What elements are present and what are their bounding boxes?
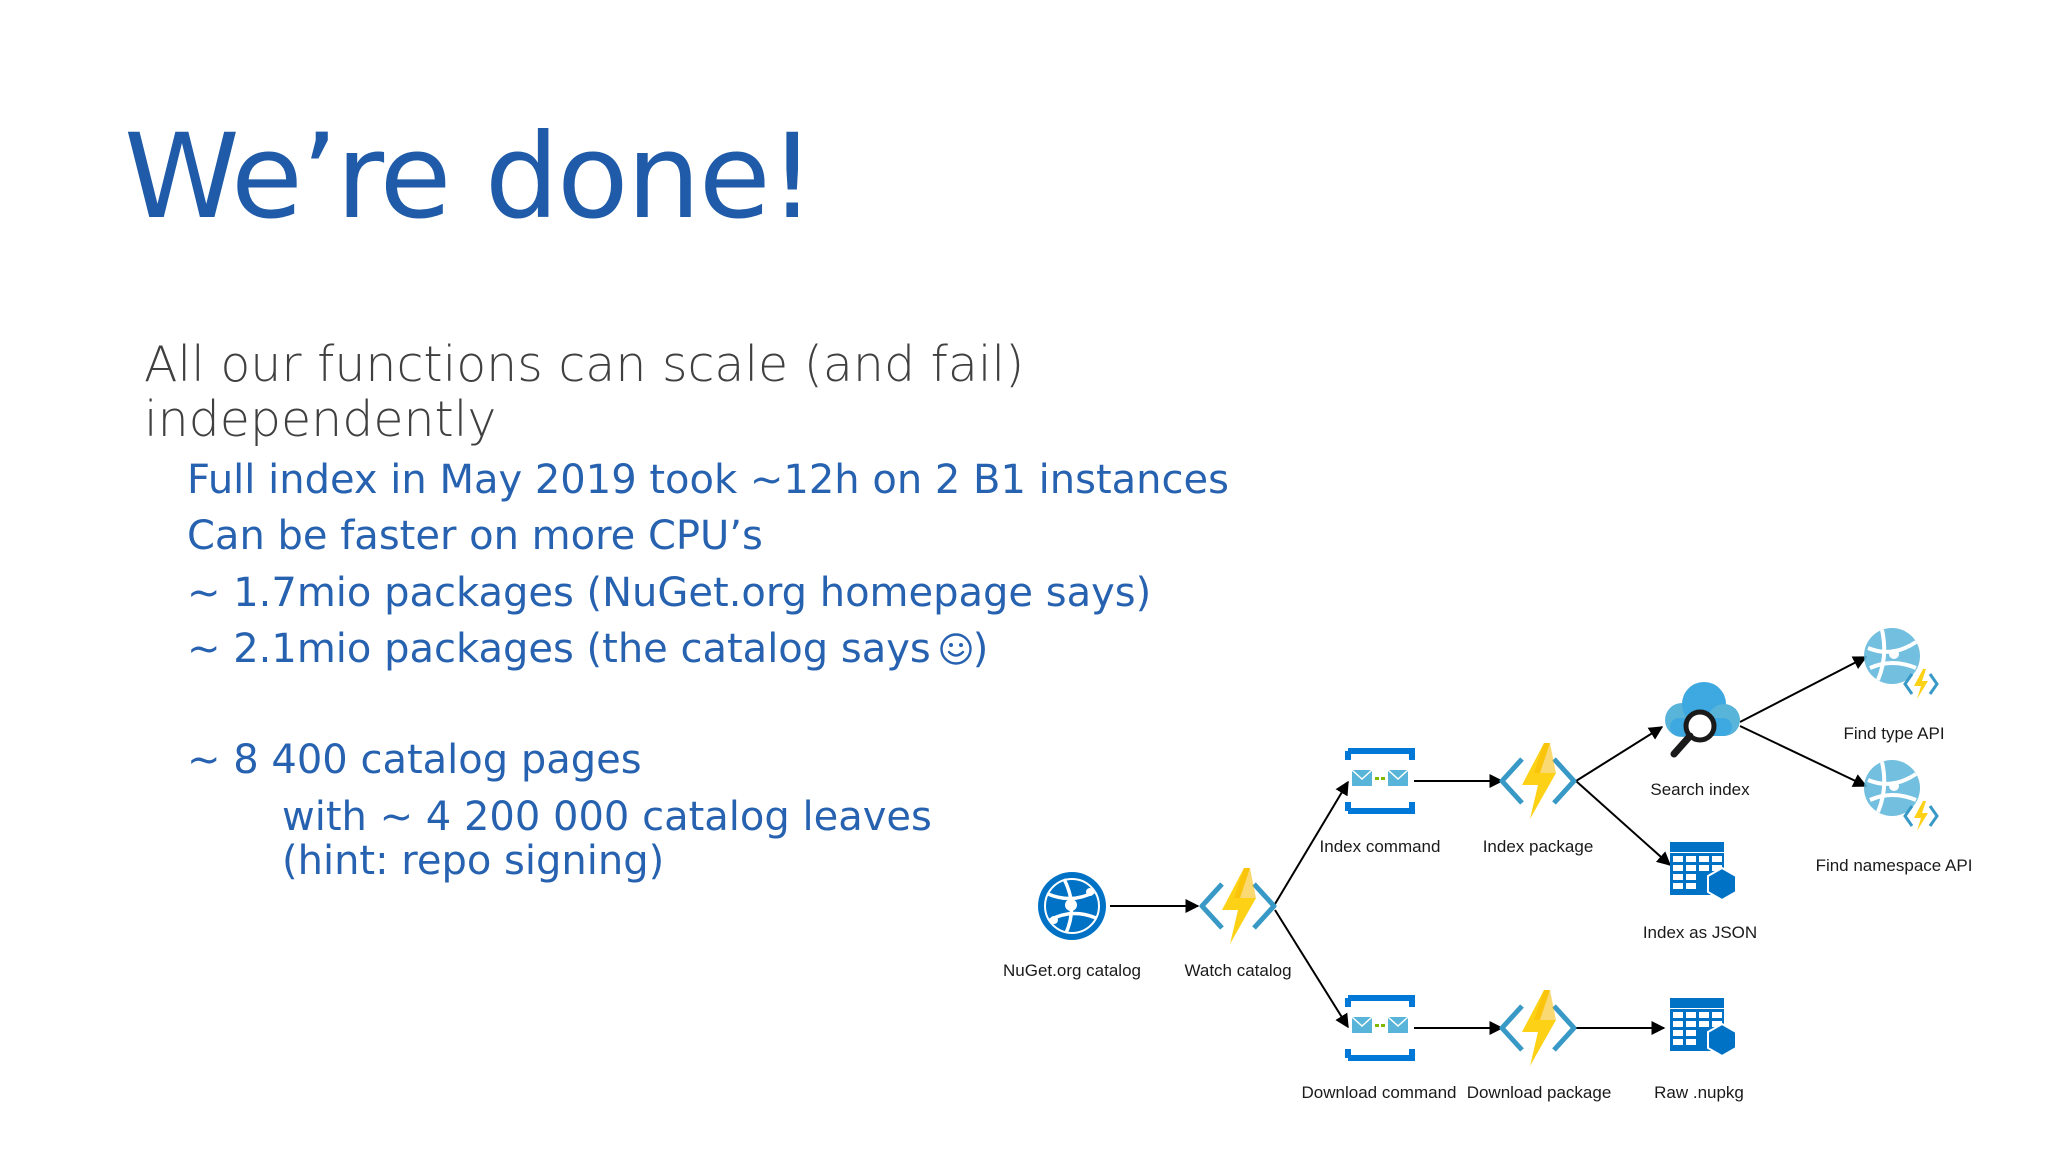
index-package-node: Index package bbox=[1483, 743, 1594, 856]
find-type-api-node: Find type API bbox=[1843, 626, 1945, 743]
edge-search-to-find-type bbox=[1739, 656, 1868, 723]
smiley-icon bbox=[940, 633, 972, 665]
globe-icon bbox=[1038, 872, 1106, 940]
table-storage-icon bbox=[1669, 997, 1737, 1057]
sub-sub-bullet-catalog-leaves: with ~ 4 200 000 catalog leaves bbox=[282, 794, 932, 840]
sub-bullet-catalog-count-text: ~ 2.1mio packages (the catalog says bbox=[187, 626, 931, 672]
api-app-icon bbox=[1862, 626, 1939, 701]
label-watch-catalog: Watch catalog bbox=[1184, 961, 1291, 980]
label-raw-nupkg: Raw .nupkg bbox=[1654, 1083, 1744, 1102]
sub-bullet-catalog-pages: ~ 8 400 catalog pages bbox=[187, 737, 642, 783]
table-storage-icon bbox=[1669, 841, 1737, 901]
sub-sub-bullet-hint: (hint: repo signing) bbox=[282, 838, 665, 884]
sub-bullet-homepage-count: ~ 1.7mio packages (NuGet.org homepage sa… bbox=[187, 570, 1152, 616]
index-command-node: Index command bbox=[1320, 751, 1441, 856]
function-icon bbox=[1202, 868, 1274, 944]
function-icon bbox=[1502, 990, 1574, 1066]
label-find-namespace-api: Find namespace API bbox=[1816, 856, 1973, 875]
sub-bullet-catalog-count-tail: ) bbox=[972, 626, 989, 672]
find-namespace-api-node: Find namespace API bbox=[1816, 758, 1973, 875]
function-icon bbox=[1502, 743, 1574, 819]
watch-catalog-node: Watch catalog bbox=[1184, 868, 1292, 980]
label-nuget-catalog: NuGet.org catalog bbox=[1003, 961, 1141, 980]
label-index-command: Index command bbox=[1320, 837, 1441, 856]
nuget-catalog-node: NuGet.org catalog bbox=[1003, 872, 1141, 980]
edge-index-package-to-search-index bbox=[1575, 726, 1664, 782]
api-app-icon bbox=[1862, 758, 1939, 833]
edge-index-package-to-index-json bbox=[1575, 780, 1672, 866]
edge-search-to-find-namespace bbox=[1739, 725, 1868, 787]
label-search-index: Search index bbox=[1650, 780, 1750, 799]
label-index-package: Index package bbox=[1483, 837, 1594, 856]
download-command-node: Download command bbox=[1302, 998, 1457, 1102]
download-package-node: Download package bbox=[1467, 990, 1612, 1102]
search-index-node: Search index bbox=[1650, 682, 1750, 799]
sub-bullet-full-index: Full index in May 2019 took ~12h on 2 B1… bbox=[187, 457, 1229, 503]
sub-bullet-catalog-count: ~ 2.1mio packages (the catalog says ) bbox=[187, 625, 988, 673]
label-find-type-api: Find type API bbox=[1843, 724, 1944, 743]
label-download-package: Download package bbox=[1467, 1083, 1612, 1102]
slide-title: We’re done! bbox=[124, 108, 816, 245]
search-cloud-icon bbox=[1665, 682, 1740, 758]
sub-bullet-faster-cpu: Can be faster on more CPU’s bbox=[187, 513, 763, 559]
label-index-json: Index as JSON bbox=[1643, 923, 1757, 942]
edge-watch-to-index-command bbox=[1274, 780, 1349, 905]
index-json-node: Index as JSON bbox=[1643, 841, 1757, 942]
connector-lines bbox=[1110, 656, 1868, 1035]
label-download-command: Download command bbox=[1302, 1083, 1457, 1102]
raw-nupkg-node: Raw .nupkg bbox=[1654, 997, 1744, 1102]
queue-icon bbox=[1348, 998, 1412, 1058]
bullet-scale-independently: All our functions can scale (and fail) i… bbox=[144, 336, 1025, 448]
edge-watch-to-download-command bbox=[1274, 909, 1349, 1029]
queue-icon bbox=[1348, 751, 1412, 811]
